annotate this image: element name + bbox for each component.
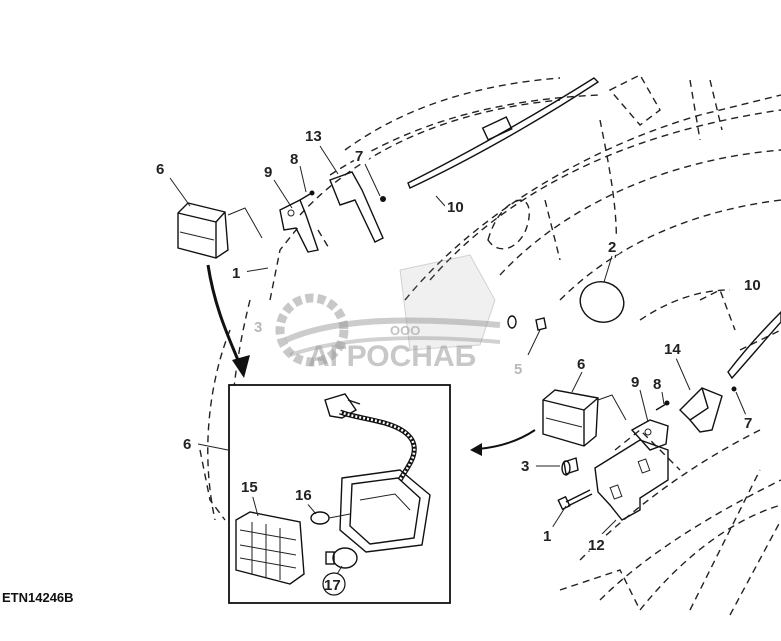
watermark-logo: ООО АГРОСНАБ	[275, 254, 501, 373]
detail-inset	[228, 384, 451, 604]
callout-6-left: 6	[183, 436, 191, 453]
work-lamp-upper	[177, 202, 263, 259]
callout-12: 12	[588, 537, 605, 554]
callout-10-right: 10	[744, 277, 761, 294]
nut-upper	[380, 196, 386, 202]
arrow-upper	[206, 264, 242, 366]
callout-8-right: 8	[653, 376, 661, 393]
lamp-bracket-upper	[279, 199, 331, 253]
screw-right	[655, 400, 670, 411]
callout-9-right: 9	[631, 374, 639, 391]
callout-3-upper: 3	[254, 319, 262, 336]
callout-2: 2	[608, 239, 616, 256]
callout-5: 5	[514, 361, 522, 378]
plug-right	[561, 457, 579, 476]
callout-13: 13	[305, 128, 322, 145]
callout-15: 15	[241, 479, 258, 496]
callout-3-right: 3	[521, 458, 529, 475]
lamp-bracket-right	[630, 419, 669, 451]
callout-7-upper: 7	[355, 148, 363, 165]
wiper-rod-upper	[407, 77, 600, 189]
arrow-upper-head	[232, 355, 250, 378]
screw-upper	[299, 190, 315, 201]
callout-6-right: 6	[577, 356, 585, 373]
work-lamp-right	[542, 389, 627, 447]
callout-17: 17	[324, 577, 341, 594]
watermark-name: АГРОСНАБ	[308, 340, 476, 373]
callout-10-upper: 10	[447, 199, 464, 216]
lamp-cover-right	[679, 387, 723, 433]
cab-body-outline	[199, 74, 781, 616]
callout-6-upper: 6	[156, 161, 164, 178]
nut-washer	[507, 315, 547, 331]
callout-1-upper: 1	[232, 265, 240, 282]
callout-7-right: 7	[744, 415, 752, 432]
callout-8-upper: 8	[290, 151, 298, 168]
callout-14: 14	[664, 341, 681, 358]
wiper-rod-right	[727, 311, 781, 380]
callouts: 6 9 8 13 7 10 2 10 1 3 5 6 9 8 14 7 3 1 …	[154, 124, 765, 596]
seal-ring	[579, 281, 625, 323]
lamp-cover-upper	[329, 171, 384, 243]
arrow-right-head	[470, 443, 482, 456]
figure-id: ETN14246B	[2, 590, 74, 605]
nut-right	[731, 386, 737, 392]
arrow-right	[477, 429, 536, 450]
mounting-plate	[594, 439, 669, 521]
callout-1-right: 1	[543, 528, 551, 545]
callout-16: 16	[295, 487, 312, 504]
watermark-prefix: ООО	[390, 323, 420, 338]
bolt-right	[557, 489, 593, 511]
callout-9-upper: 9	[264, 164, 272, 181]
